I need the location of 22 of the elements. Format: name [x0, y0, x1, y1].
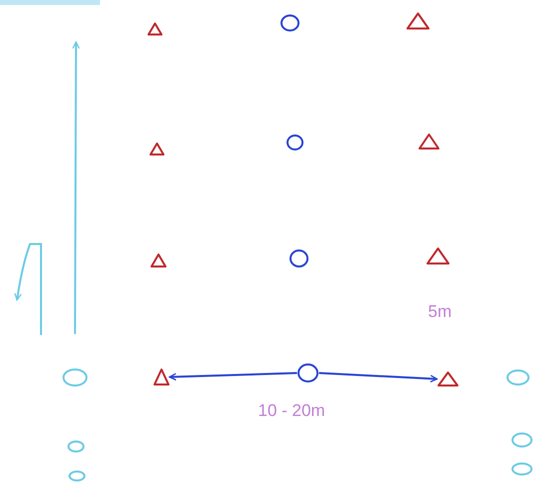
distance-label: 10 - 20m — [258, 401, 326, 421]
circle-marker — [286, 134, 304, 150]
distance-label: 5m — [428, 302, 452, 322]
triangle-marker — [426, 247, 450, 265]
circle-marker — [280, 14, 300, 32]
circle-marker — [297, 363, 319, 383]
triangle-marker — [149, 142, 165, 156]
triangle-marker — [406, 12, 430, 30]
circle-marker — [289, 248, 309, 268]
circle-marker — [68, 470, 86, 482]
triangle-marker — [150, 252, 166, 268]
circle-marker — [506, 368, 530, 386]
circle-marker — [62, 368, 88, 386]
triangle-marker — [418, 132, 440, 150]
triangle-marker — [147, 22, 163, 36]
circle-marker — [511, 432, 533, 448]
circle-marker — [511, 462, 533, 476]
triangle-marker — [152, 368, 170, 386]
arrow — [168, 372, 298, 381]
arrow — [318, 372, 438, 382]
circle-marker — [67, 440, 85, 452]
triangle-marker — [437, 371, 459, 387]
